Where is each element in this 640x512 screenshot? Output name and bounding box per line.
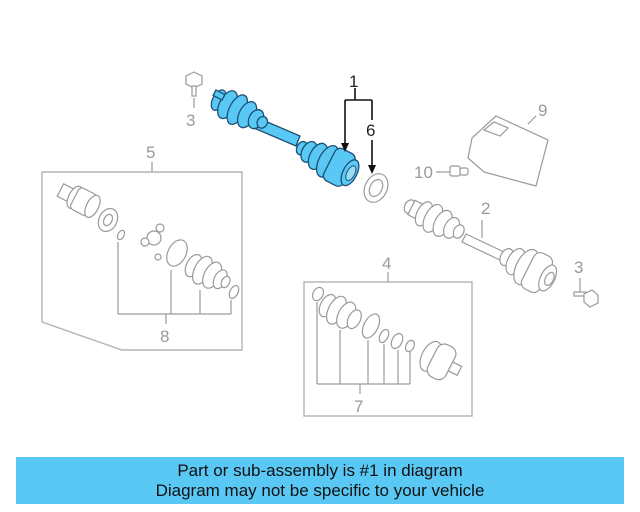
axle-shaft-assembly-highlighted[interactable]	[206, 83, 364, 192]
leader-lines-7	[316, 302, 411, 394]
bolt-part-top[interactable]	[185, 71, 203, 108]
axle-assembly-part[interactable]	[398, 191, 562, 299]
callout-1: 1	[349, 72, 358, 91]
outer-joint-kit-parts[interactable]	[310, 285, 467, 386]
bolt-part-right[interactable]	[573, 278, 599, 308]
small-bolt-part[interactable]	[436, 165, 469, 177]
banner-line-2: Diagram may not be specific to your vehi…	[155, 480, 485, 500]
outer-joint-kit-box	[303, 272, 473, 417]
info-banner: Part or sub-assembly is #1 in diagram Di…	[16, 457, 624, 504]
leader-lines-8	[117, 242, 232, 324]
inner-joint-kit-box	[41, 162, 243, 351]
leader-lines-1-6	[341, 88, 376, 174]
callout-5: 5	[146, 143, 155, 162]
callout-2: 2	[481, 199, 490, 218]
callout-8: 8	[160, 327, 169, 346]
callout-3-top: 3	[186, 111, 195, 130]
bracket-part[interactable]	[467, 115, 549, 187]
inner-joint-kit-parts[interactable]	[55, 179, 241, 300]
banner-line-1: Part or sub-assembly is #1 in diagram	[177, 460, 463, 480]
callout-7: 7	[354, 397, 363, 416]
callout-4: 4	[382, 254, 391, 273]
callout-10: 10	[414, 163, 433, 182]
callout-6: 6	[366, 121, 375, 140]
callout-9: 9	[538, 101, 547, 120]
callout-3-right: 3	[574, 258, 583, 277]
seal-ring-part[interactable]	[359, 170, 392, 207]
